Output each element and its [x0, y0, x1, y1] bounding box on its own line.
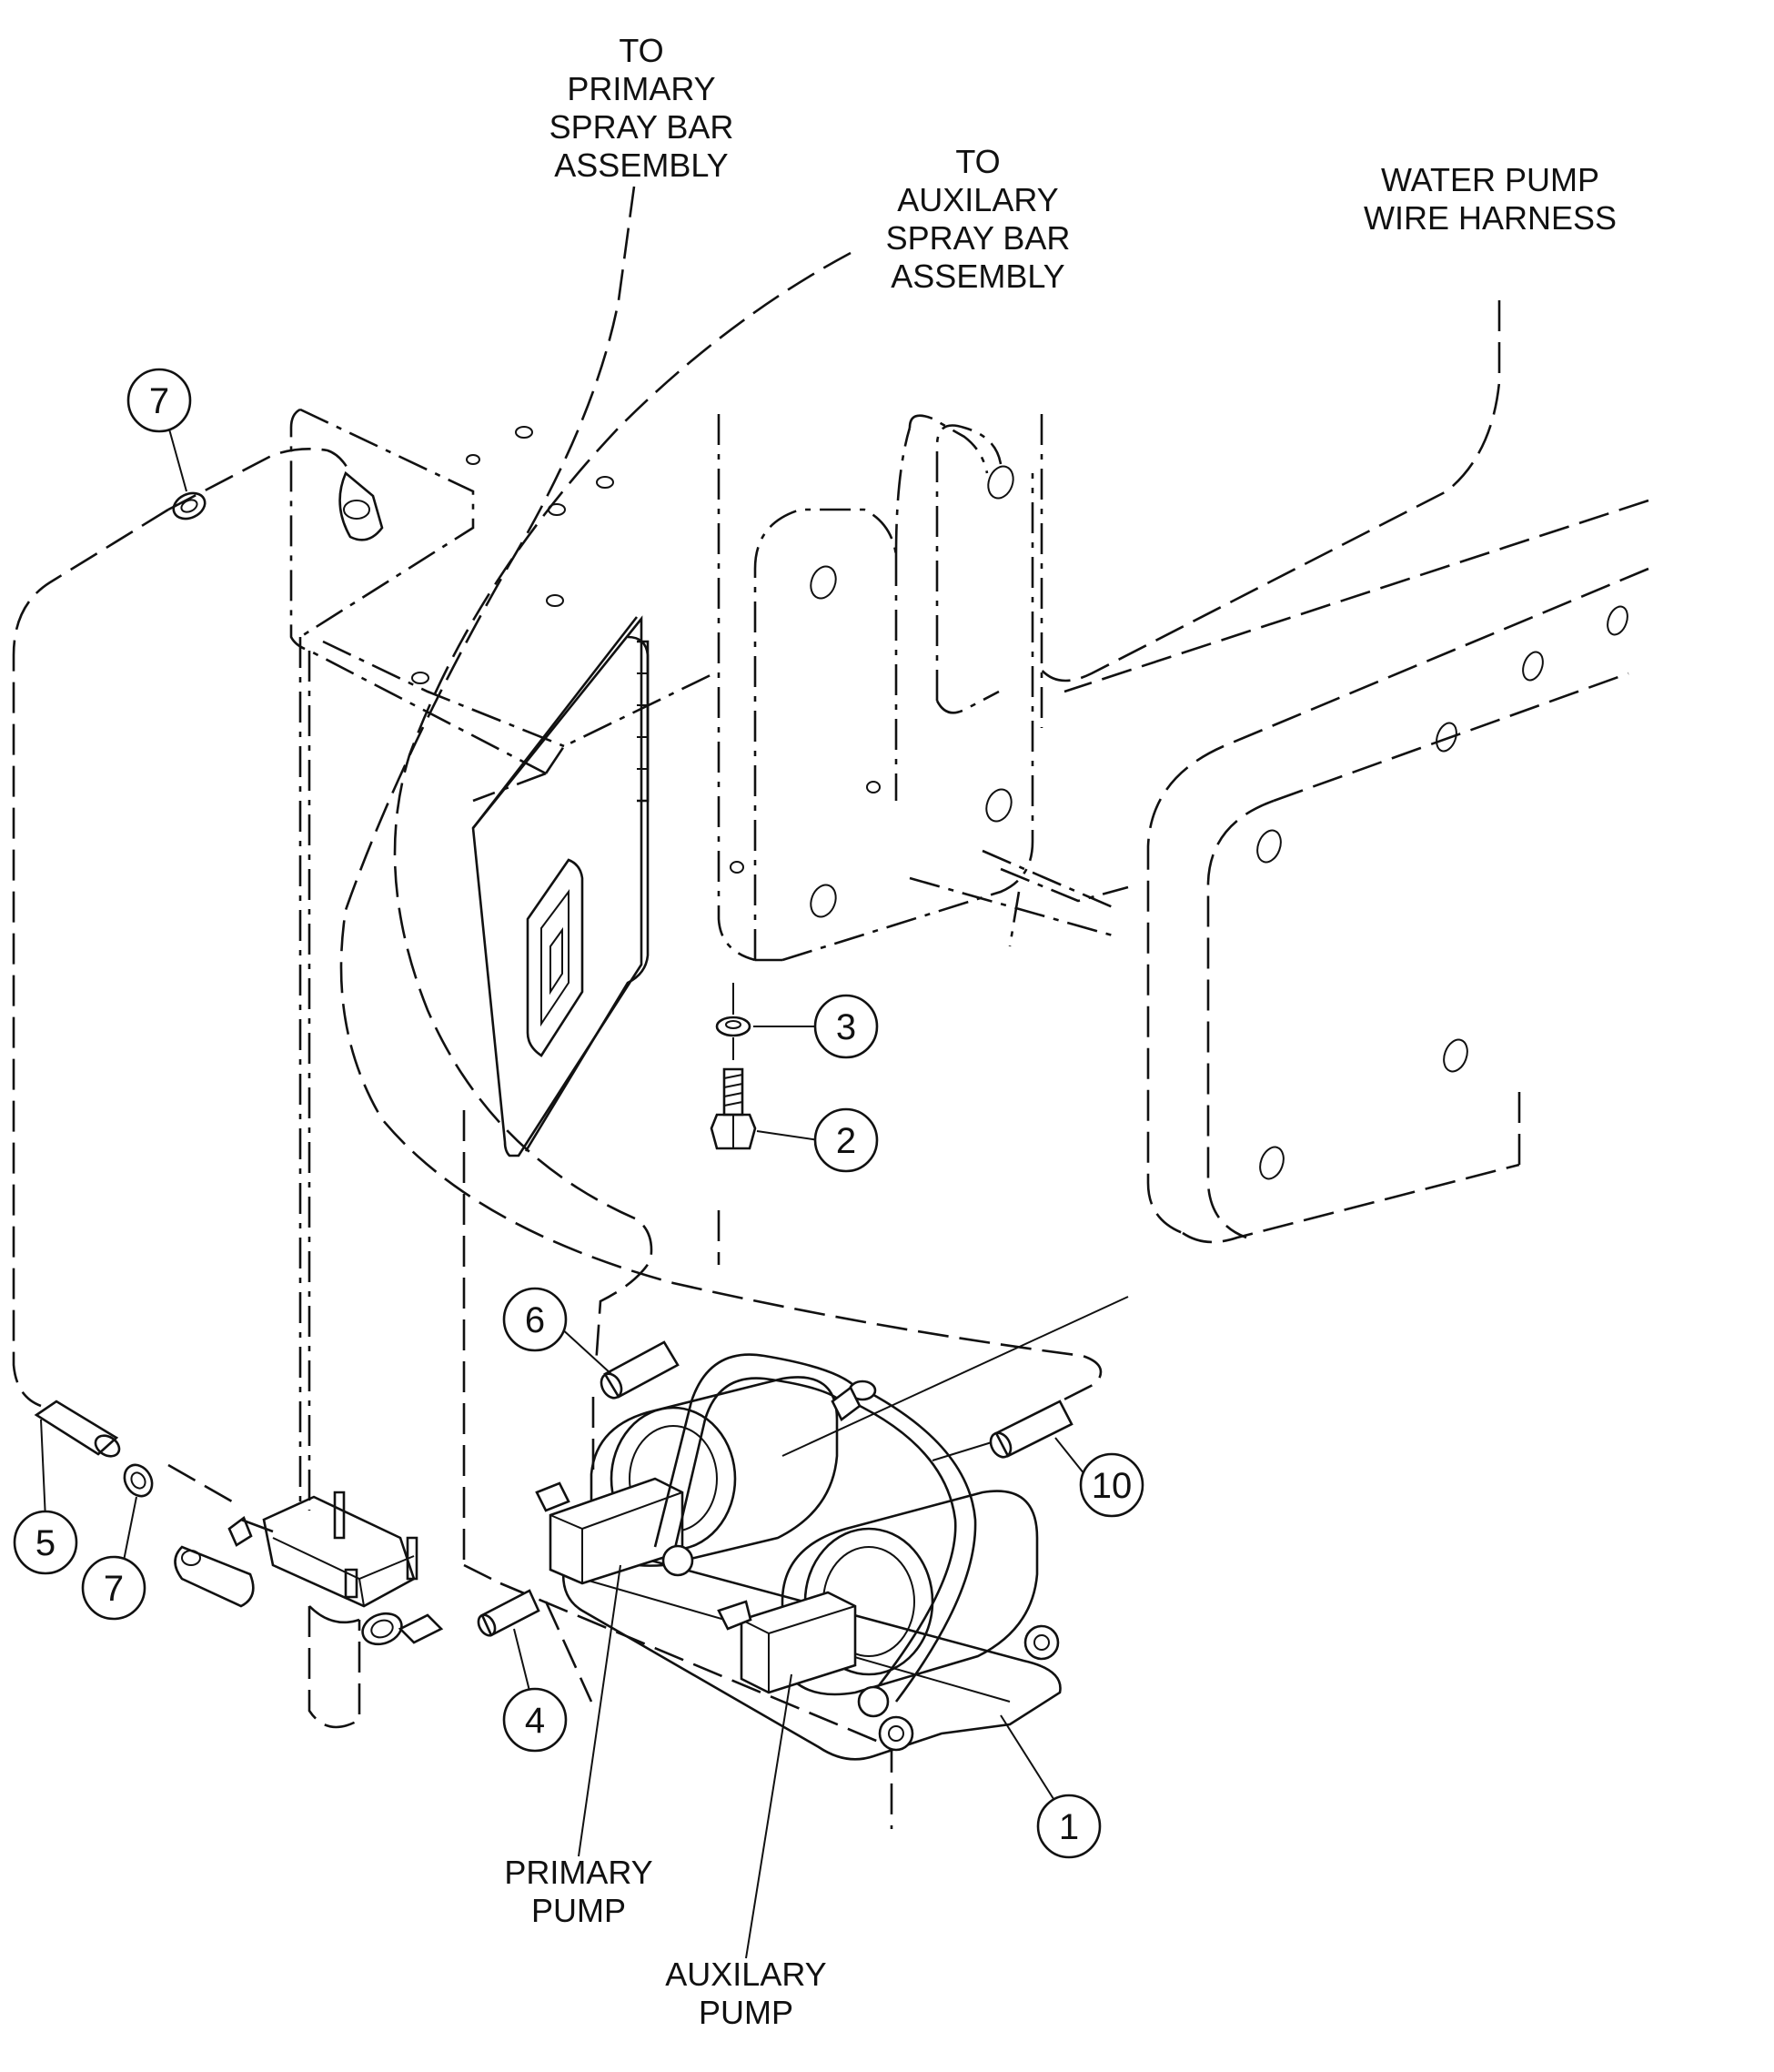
control-board [471, 615, 650, 1157]
vertical-panel [289, 408, 715, 1511]
callout-number: 1 [1059, 1807, 1079, 1847]
hose-clamp-bottom [123, 1463, 154, 1498]
tank-housing-outline [1035, 300, 1649, 1244]
callout-5: 5 [13, 1510, 78, 1575]
label-line: ASSEMBLY [554, 147, 728, 184]
tube-4 [477, 1589, 540, 1637]
callout-number: 5 [35, 1523, 55, 1563]
tube-5 [34, 1400, 121, 1458]
mounting-bracket [717, 414, 1129, 962]
callout-number: 10 [1092, 1466, 1133, 1506]
tube-10 [989, 1400, 1073, 1459]
callout-10: 10 [1079, 1452, 1144, 1518]
label-auxilary-pump: AUXILARY PUMP [665, 1956, 826, 2031]
label-line: AUXILARY [665, 1956, 826, 1993]
label-line: AUXILARY [897, 181, 1058, 218]
label-line: SPRAY BAR [549, 108, 734, 146]
callout-7-bottom: 7 [81, 1555, 146, 1621]
callout-number: 2 [836, 1121, 856, 1161]
hose-routing [12, 186, 1129, 1829]
label-line: WIRE HARNESS [1364, 199, 1617, 237]
callout-7-top: 7 [126, 368, 192, 433]
washer-and-screw [710, 983, 757, 1150]
label-to-auxilary-spray-bar: TO AUXILARY SPRAY BAR ASSEMBLY [886, 143, 1071, 295]
callout-3: 3 [813, 994, 879, 1059]
label-line: SPRAY BAR [886, 219, 1071, 257]
label-line: PUMP [531, 1892, 626, 1929]
tube-6 [600, 1340, 680, 1400]
label-line: TO [955, 143, 1000, 180]
hose-clamp-top [172, 491, 207, 521]
leader-lines [40, 425, 1093, 1959]
label-line: TO [619, 32, 663, 69]
label-primary-pump: PRIMARY PUMP [504, 1854, 652, 1929]
callout-number: 6 [525, 1300, 545, 1340]
label-water-pump-wire-harness: WATER PUMP WIRE HARNESS [1364, 161, 1617, 237]
label-line: PRIMARY [504, 1854, 652, 1891]
callout-number: 7 [149, 381, 169, 421]
callout-1: 1 [1036, 1794, 1102, 1859]
label-line: PUMP [699, 1994, 793, 2031]
callout-6: 6 [502, 1287, 568, 1352]
label-line: ASSEMBLY [891, 258, 1064, 295]
callout-number: 3 [836, 1007, 856, 1047]
callout-2: 2 [813, 1107, 879, 1173]
callout-4: 4 [502, 1687, 568, 1753]
pump-assembly [535, 1353, 1062, 1761]
callout-number: 4 [525, 1701, 545, 1741]
label-line: PRIMARY [567, 70, 715, 107]
label-line: WATER PUMP [1381, 161, 1599, 198]
solenoid-valve [174, 1491, 444, 1729]
callout-number: 7 [104, 1569, 124, 1609]
label-to-primary-spray-bar: TO PRIMARY SPRAY BAR ASSEMBLY [549, 32, 734, 184]
